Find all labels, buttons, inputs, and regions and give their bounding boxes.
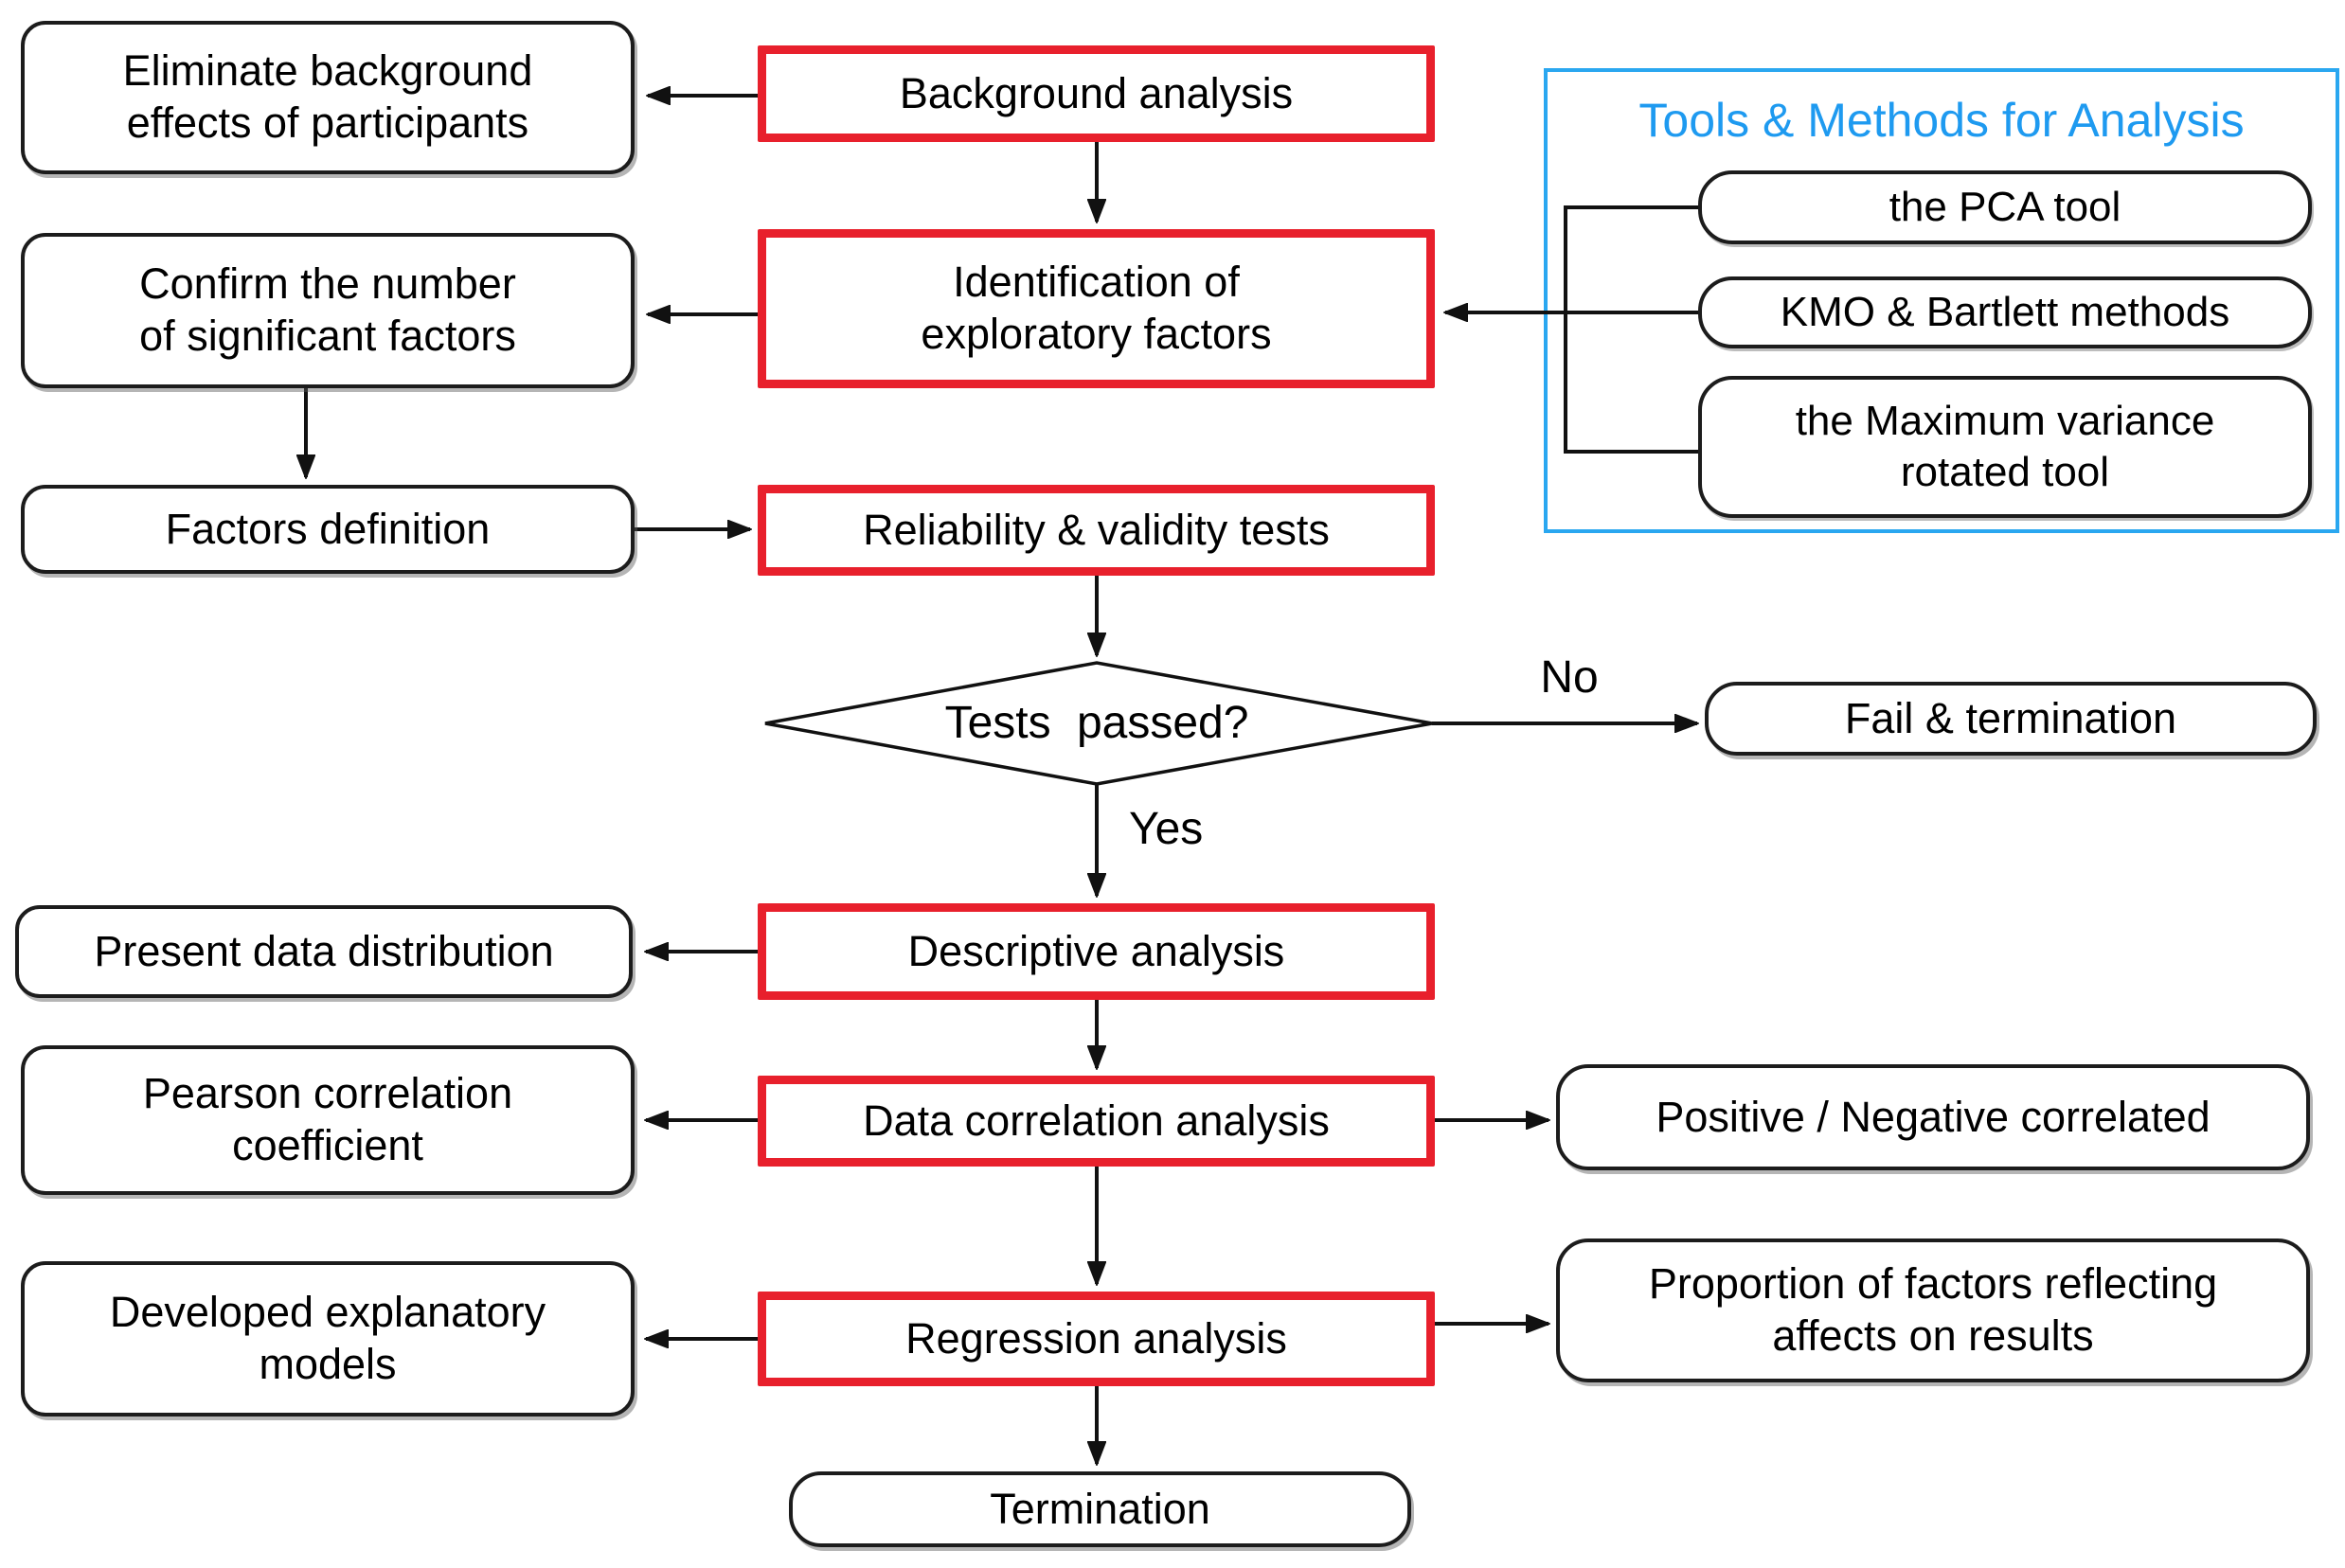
- node-background-analysis: Background analysis: [758, 45, 1435, 142]
- node-pearson-correlation-coefficient: Pearson correlation coefficient: [21, 1045, 635, 1195]
- node-eliminate-background-effects: Eliminate background effects of particip…: [21, 21, 635, 174]
- tools-item-kmo-bartlett: KMO & Bartlett methods: [1698, 276, 2312, 348]
- node-factors-definition: Factors definition: [21, 485, 635, 574]
- node-regression-analysis: Regression analysis: [758, 1292, 1435, 1386]
- label-yes: Yes: [1129, 804, 1204, 854]
- tools-item-pca: the PCA tool: [1698, 170, 2312, 244]
- node-proportion-of-factors: Proportion of factors reflecting affects…: [1556, 1238, 2310, 1382]
- node-developed-explanatory-models: Developed explanatory models: [21, 1261, 635, 1417]
- node-confirm-significant-factors: Confirm the number of significant factor…: [21, 233, 635, 388]
- decision-tests-passed: Tests passed?: [944, 697, 1249, 748]
- node-data-correlation-analysis: Data correlation analysis: [758, 1076, 1435, 1167]
- node-reliability-validity-tests: Reliability & validity tests: [758, 485, 1435, 576]
- node-termination: Termination: [789, 1471, 1411, 1547]
- tools-panel-title: Tools & Methods for Analysis: [1638, 94, 2245, 147]
- node-present-data-distribution: Present data distribution: [15, 905, 633, 998]
- node-fail-termination: Fail & termination: [1705, 682, 2317, 756]
- node-descriptive-analysis: Descriptive analysis: [758, 903, 1435, 1000]
- tools-item-maximum-variance: the Maximum variance rotated tool: [1698, 376, 2312, 518]
- node-positive-negative-correlated: Positive / Negative correlated: [1556, 1064, 2310, 1170]
- label-no: No: [1540, 652, 1599, 703]
- tools-bracket-connector: [1564, 205, 1698, 454]
- node-identification-exploratory-factors: Identification of exploratory factors: [758, 229, 1435, 388]
